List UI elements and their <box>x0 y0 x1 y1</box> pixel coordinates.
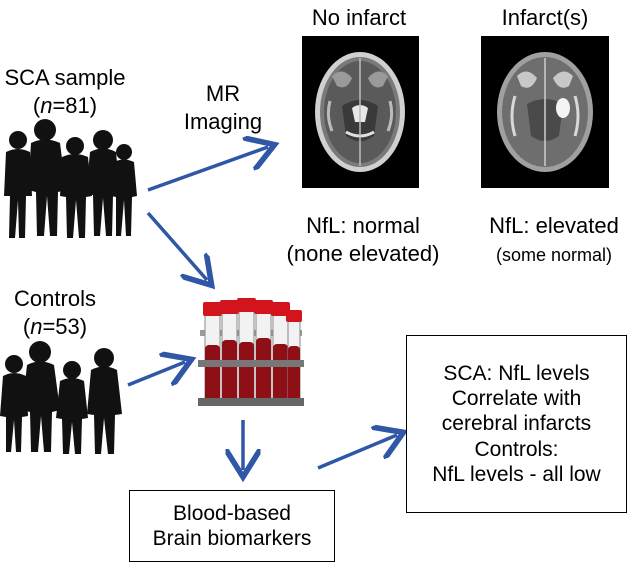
no-infarct-nfl-line2: (none elevated) <box>286 240 440 266</box>
arrow-biomarkers-to-result <box>317 435 397 470</box>
mr-line1: MR <box>205 81 241 106</box>
controls-count: (n=53) <box>22 313 88 339</box>
mri-infarct-image <box>481 36 609 188</box>
arrow-sca-to-blood <box>146 211 207 280</box>
no-infarct-nfl: NfL: normal (none elevated) <box>268 212 458 267</box>
result-line3: cerebral infarcts <box>441 412 592 436</box>
blood-biomarkers-box: Blood-based Brain biomarkers <box>129 490 335 562</box>
arrow-sca-to-mri <box>147 147 268 192</box>
result-line1: SCA: NfL levels <box>443 362 590 386</box>
brain-scan-infarct-icon <box>497 52 593 172</box>
biomarkers-line1: Blood-based <box>173 501 291 525</box>
biomarkers-line2: Brain biomarkers <box>152 527 312 550</box>
mri-no-infarct-image <box>302 36 419 188</box>
no-infarct-title: No infarct <box>311 5 407 30</box>
mr-imaging-label: MR Imaging <box>168 80 278 135</box>
mr-line2: Imaging <box>183 108 263 134</box>
arrow-controls-to-blood <box>127 362 185 387</box>
sca-sample-count: (n=81) <box>32 92 98 118</box>
result-line5: NfL levels - all low <box>432 462 601 486</box>
result-line2: Correlate with <box>451 387 582 411</box>
result-box: SCA: NfL levels Correlate with cerebral … <box>406 335 627 513</box>
brain-scan-normal-icon <box>315 52 405 172</box>
infarct-title: Infarct(s) <box>501 5 589 30</box>
controls-title: Controls <box>14 286 96 311</box>
sca-sample-label: SCA sample (n=81) <box>0 64 130 119</box>
controls-label: Controls (n=53) <box>0 285 110 340</box>
infarct-nfl-line2: (some normal) <box>495 244 613 265</box>
result-line4: Controls: <box>474 437 559 461</box>
no-infarct-nfl-line1: NfL: normal <box>306 213 420 238</box>
infarct-nfl-line1: NfL: elevated <box>489 213 619 238</box>
infarct-nfl: NfL: elevated (some normal) <box>474 212 633 266</box>
sca-sample-title: SCA sample <box>4 65 126 90</box>
